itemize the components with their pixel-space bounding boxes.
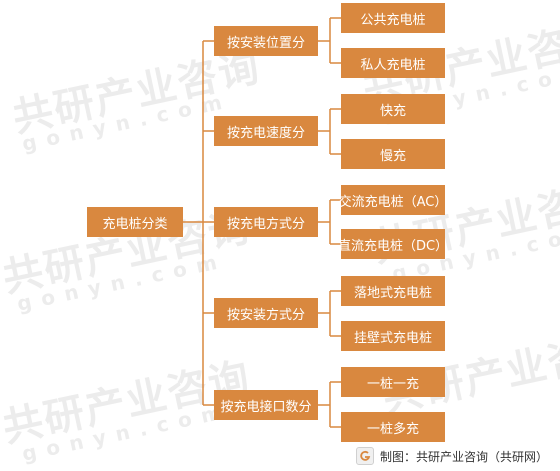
leaf-node: 落地式充电桩 [341,276,445,306]
leaf-node: 快充 [341,94,445,124]
leaf-node: 一桩一充 [341,367,445,397]
leaf-node: 慢充 [341,139,445,169]
leaf-node: 挂壁式充电桩 [341,321,445,351]
leaf-node: 私人充电桩 [341,48,445,78]
category-node: 按安装位置分 [214,26,318,56]
category-node: 按充电接口数分 [214,390,318,420]
leaf-node: 一桩多充 [341,412,445,442]
leaf-node: 直流充电桩（DC） [338,229,448,259]
brand-logo-icon [355,447,374,465]
source-text: 制图：共研产业咨询（共研网） [379,449,548,464]
leaf-node: 公共充电桩 [341,3,445,33]
category-node: 按充电方式分 [214,207,318,237]
source-footer: 制图：共研产业咨询（共研网） [355,447,548,465]
leaf-node: 交流充电桩（AC） [339,185,447,215]
category-node: 按充电速度分 [214,116,318,146]
category-node: 按安装方式分 [214,298,318,328]
root-node: 充电桩分类 [87,207,183,237]
